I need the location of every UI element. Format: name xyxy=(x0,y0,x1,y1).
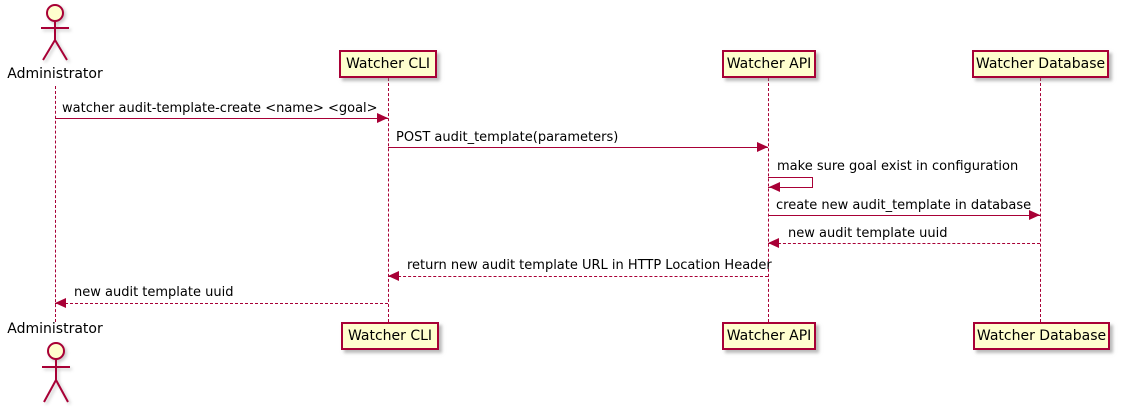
participant-box-watcher-database-top: Watcher Database xyxy=(972,50,1109,78)
arrowhead-right-icon xyxy=(377,113,388,123)
arrowhead-left-icon xyxy=(769,182,780,192)
arrowhead-left-icon xyxy=(388,271,399,281)
actor-icon xyxy=(42,342,70,403)
participant-label: Watcher CLI xyxy=(347,328,433,344)
message-line xyxy=(55,118,388,119)
message-label: POST audit_template(parameters) xyxy=(396,130,619,145)
participant-box-watcher-cli-bottom: Watcher CLI xyxy=(341,322,439,350)
arrowhead-left-icon xyxy=(55,298,66,308)
message-label: return new audit template URL in HTTP Lo… xyxy=(407,258,772,273)
message-label: watcher audit-template-create <name> <go… xyxy=(62,101,378,116)
lifeline-watcher-api xyxy=(768,78,769,322)
participant-label: Watcher Database xyxy=(976,328,1107,344)
message-label: make sure goal exist in configuration xyxy=(777,159,1019,174)
participant-box-watcher-api-top: Watcher API xyxy=(722,50,816,78)
participant-box-watcher-api-bottom: Watcher API xyxy=(722,322,816,350)
arrowhead-right-icon xyxy=(1029,210,1040,220)
participant-label: Watcher API xyxy=(726,328,812,344)
actor-label-bottom: Administrator xyxy=(7,321,103,337)
participant-box-watcher-database-bottom: Watcher Database xyxy=(973,322,1110,350)
message-line xyxy=(55,303,388,304)
actor-icon xyxy=(41,4,69,61)
arrowhead-left-icon xyxy=(768,238,779,248)
actor-label-top: Administrator xyxy=(7,66,103,82)
message-line xyxy=(388,276,768,277)
message-label: new audit template uuid xyxy=(788,226,948,241)
participant-label: Watcher CLI xyxy=(345,56,431,72)
participant-label: Watcher API xyxy=(726,56,812,72)
lifeline-watcher-cli xyxy=(388,78,389,322)
lifeline-administrator xyxy=(55,86,56,322)
message-label: create new audit_template in database xyxy=(776,198,1032,213)
self-message-loop xyxy=(768,177,813,188)
participant-label: Watcher Database xyxy=(975,56,1106,72)
message-line xyxy=(388,147,768,148)
participant-box-watcher-cli-top: Watcher CLI xyxy=(339,50,437,78)
arrowhead-right-icon xyxy=(757,142,768,152)
lifeline-watcher-database xyxy=(1040,78,1041,322)
message-label: new audit template uuid xyxy=(74,285,234,300)
message-line xyxy=(768,215,1040,216)
message-line xyxy=(768,243,1040,244)
